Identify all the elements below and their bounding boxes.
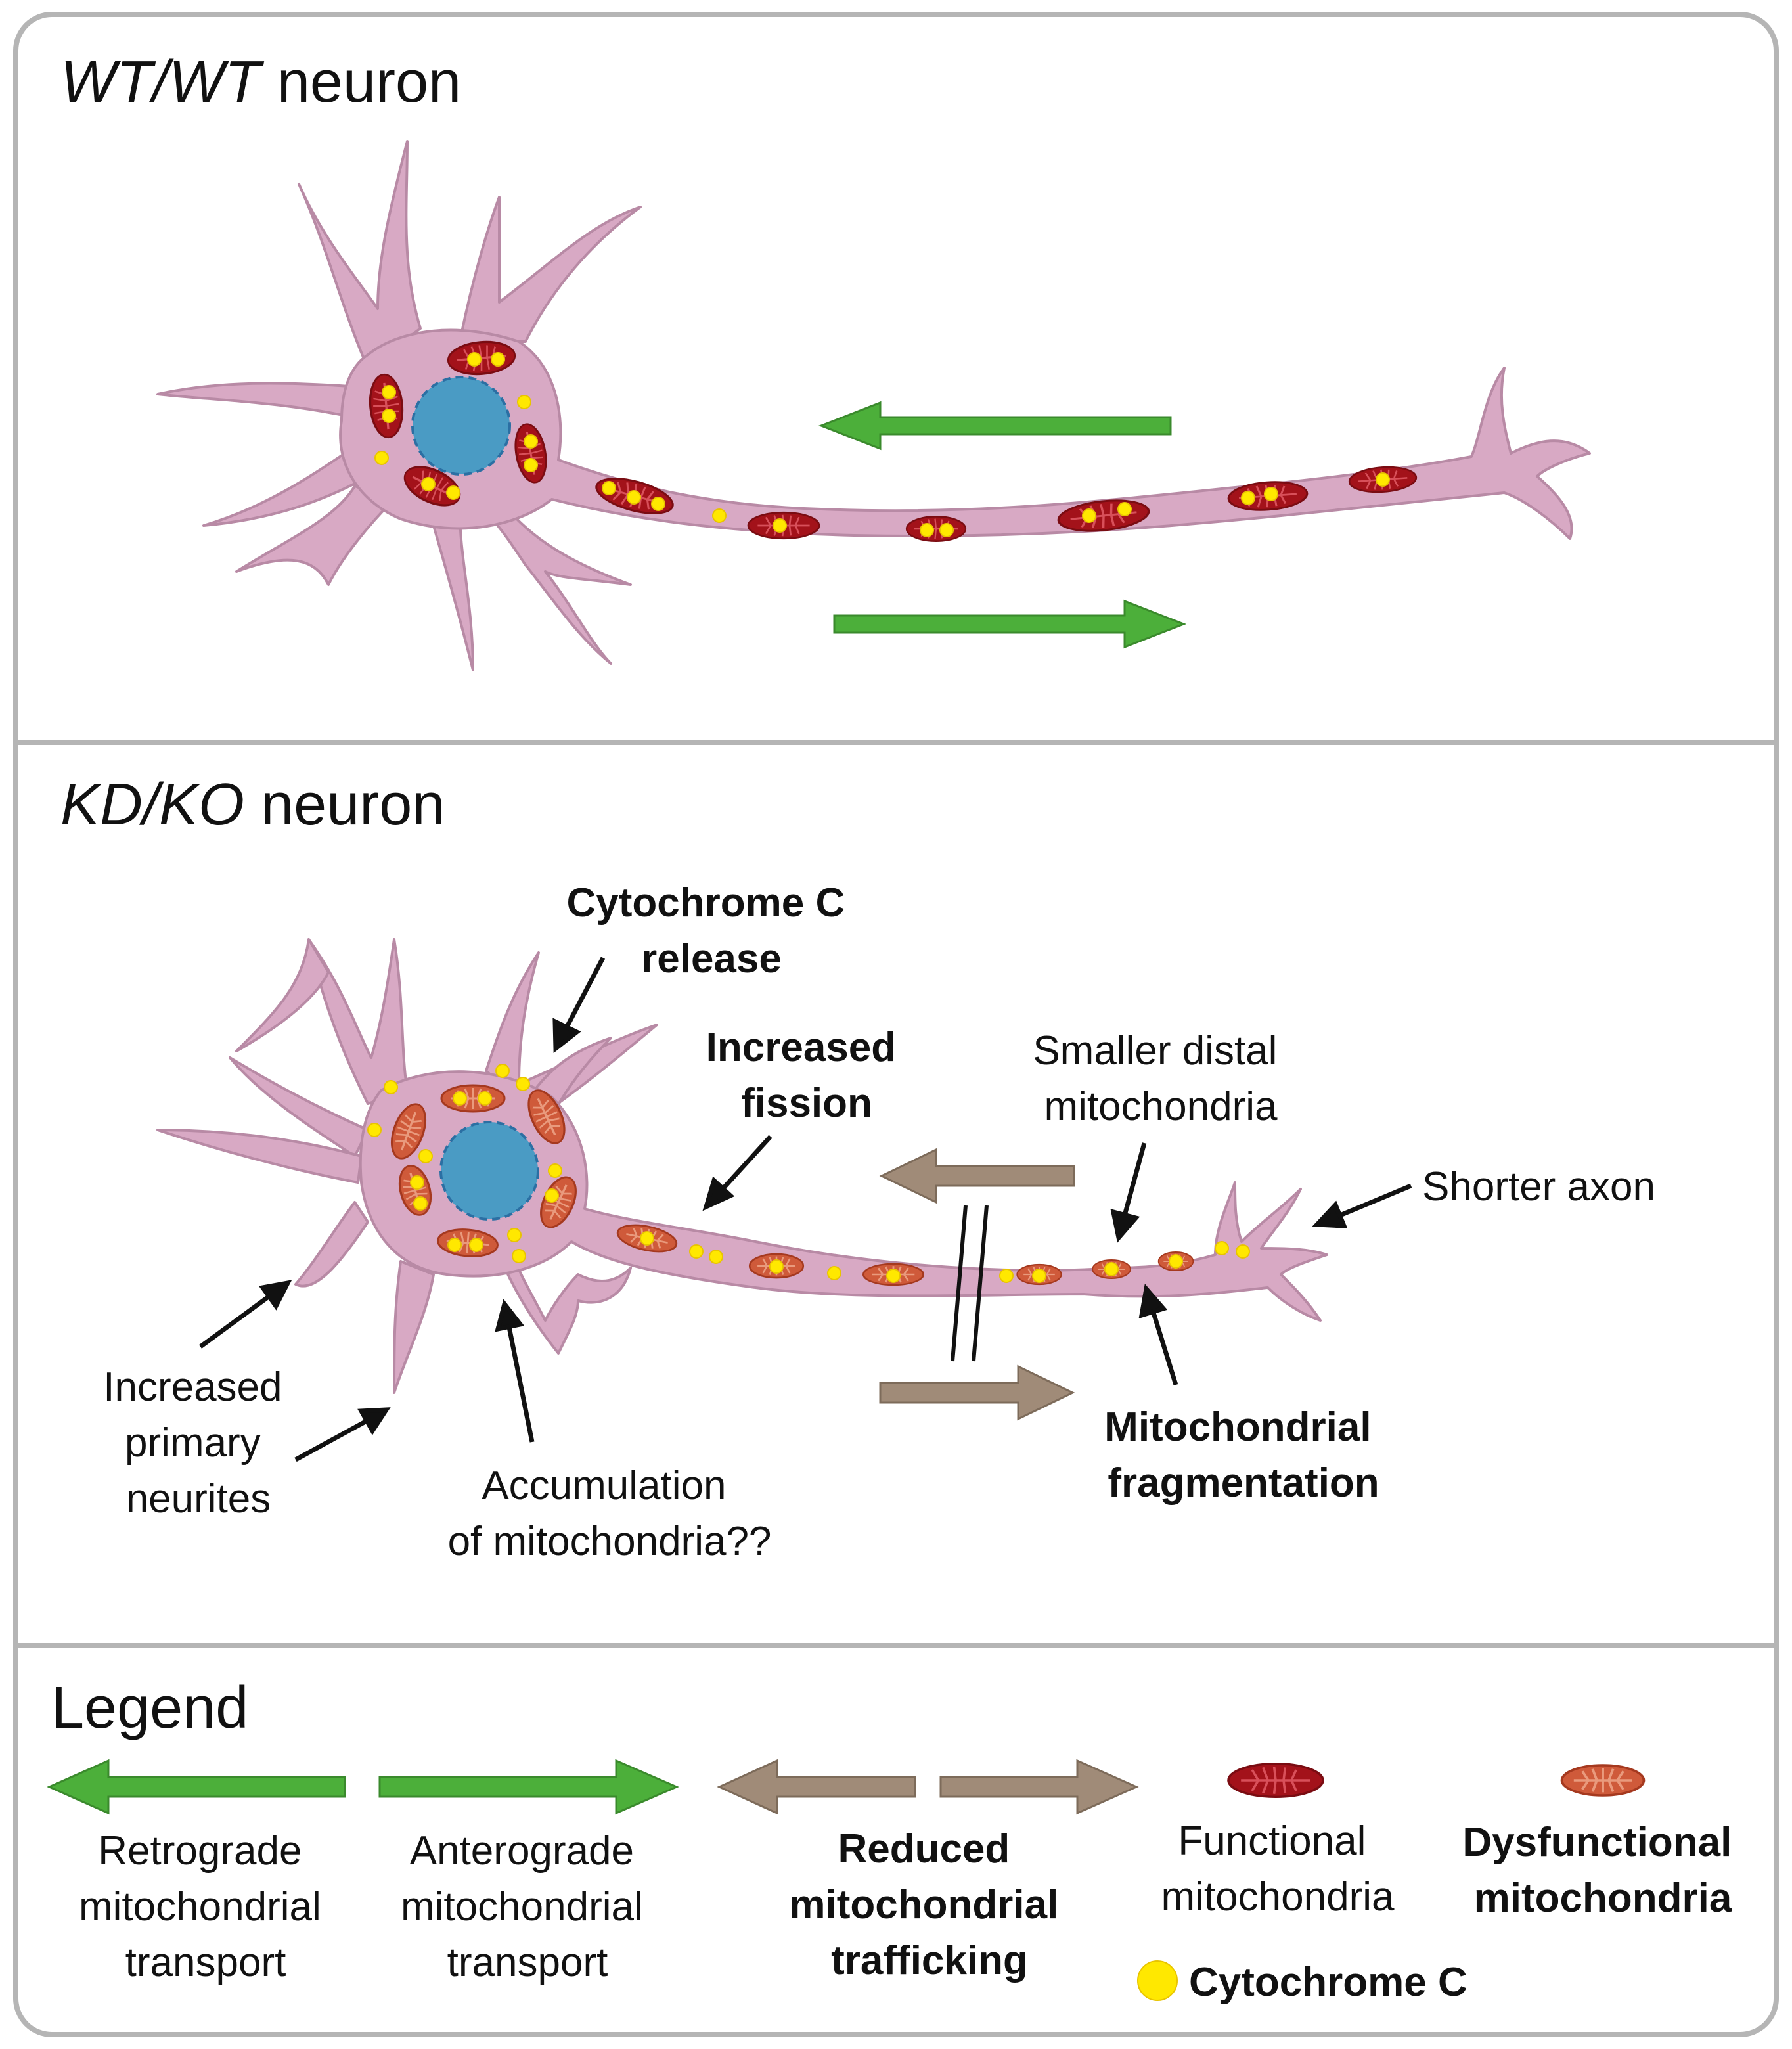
legend-cytochrome-icon [1137,1960,1178,2001]
label-shorter-axon: Shorter axon [1422,1164,1655,1209]
wt-retrograde-arrow [818,401,1172,451]
legend-functional-label: Functional mitochondria [1161,1818,1395,1920]
legend-reduced-right-arrow [939,1759,1139,1815]
label-smaller-distal: Smaller distal mitochondria [1033,1028,1288,1129]
kd-nucleus [439,1121,539,1221]
legend-dysfunctional-label: Dysfunctional mitochondria [1462,1820,1743,1921]
legend-cytochrome-label: Cytochrome C [1189,1960,1467,2005]
legend-anterograde-label: Anterograde mitochondrial transport [401,1828,654,1985]
label-cytochrome-release: Cytochrome C release [567,880,857,981]
legend-reduced-label: Reduced mitochondrial trafficking [789,1826,1069,1983]
wt-anterograde-arrow [833,599,1187,649]
kd-reduced-anterograde-arrow [879,1364,1075,1421]
wt-nucleus [411,376,511,476]
legend-anterograde-arrow [378,1759,679,1815]
kd-neuron [156,938,1328,1394]
legend-retrograde-label: Retrograde mitochondrial transport [79,1828,332,1985]
kd-block-line-2 [972,1205,989,1362]
label-mitochondrial-fragmentation: Mitochondrial fragmentation [1104,1405,1383,1506]
legend-reduced-left-arrow [717,1759,916,1815]
wt-neuron [156,140,1591,671]
legend-dysfunctional-mito-icon [1560,1764,1646,1797]
kd-reduced-retrograde-arrow [879,1148,1075,1204]
legend-retrograde-arrow [47,1759,346,1815]
kd-annotation-arrows [198,957,1412,1462]
legend-title: Legend [51,1675,248,1741]
legend-functional-mito-icon [1227,1762,1324,1799]
kd-panel-title: KD/KO neuron [60,772,445,838]
wt-panel-title: WT/WT neuron [60,49,461,115]
label-accumulation: Accumulation of mitochondria?? [448,1463,772,1564]
label-increased-neurites: Increased primary neurites [103,1364,294,1521]
label-increased-fission: Increased fission [706,1025,908,1126]
kd-block-line-1 [951,1205,968,1362]
